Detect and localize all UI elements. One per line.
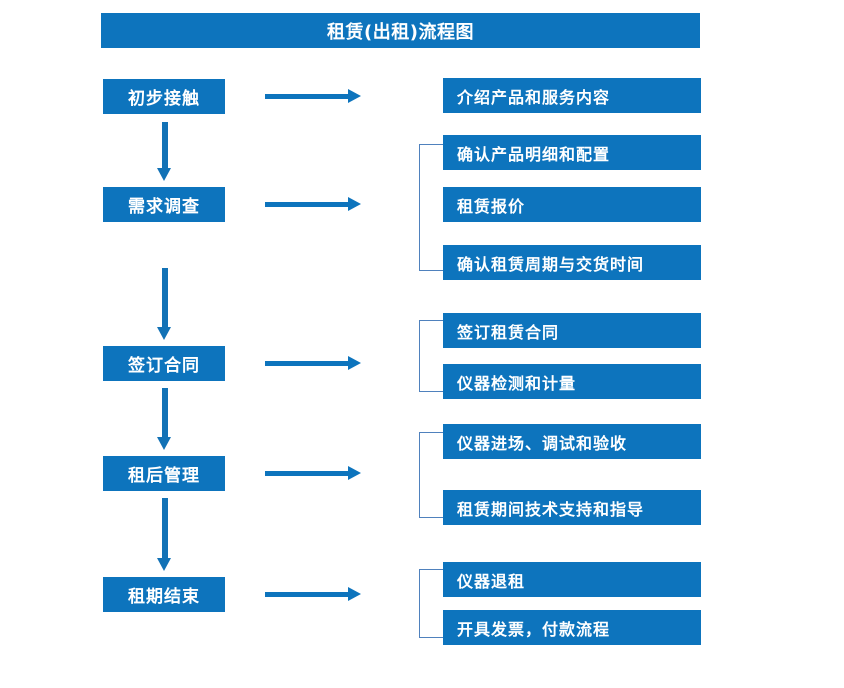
horizontal-arrow-1 (265, 89, 361, 103)
group-bracket-4 (419, 432, 443, 518)
vertical-arrow-shaft (162, 498, 168, 558)
arrow-head-down-icon (157, 327, 171, 340)
detail-box-9[interactable]: 仪器退租 (443, 562, 701, 597)
detail-box-4[interactable]: 确认租赁周期与交货时间 (443, 245, 701, 280)
arrow-head-right-icon (348, 89, 361, 103)
vertical-arrow-2 (157, 268, 172, 340)
horizontal-arrow-5 (265, 587, 361, 601)
horizontal-arrow-shaft (265, 94, 349, 99)
detail-box-8[interactable]: 租赁期间技术支持和指导 (443, 490, 701, 525)
detail-box-2[interactable]: 确认产品明细和配置 (443, 135, 701, 170)
group-bracket-2 (419, 144, 443, 271)
horizontal-arrow-4 (265, 466, 361, 480)
detail-box-1[interactable]: 介绍产品和服务内容 (443, 78, 701, 113)
stage-box-3[interactable]: 签订合同 (103, 346, 225, 381)
group-bracket-5 (419, 569, 443, 638)
arrow-head-right-icon (348, 356, 361, 370)
detail-box-3[interactable]: 租赁报价 (443, 187, 701, 222)
vertical-arrow-3 (157, 388, 172, 450)
horizontal-arrow-shaft (265, 361, 349, 366)
vertical-arrow-shaft (162, 388, 168, 437)
arrow-head-right-icon (348, 466, 361, 480)
detail-box-6[interactable]: 仪器检测和计量 (443, 364, 701, 399)
arrow-head-down-icon (157, 168, 171, 181)
stage-box-2[interactable]: 需求调查 (103, 187, 225, 222)
horizontal-arrow-3 (265, 356, 361, 370)
vertical-arrow-shaft (162, 268, 168, 327)
detail-box-7[interactable]: 仪器进场、调试和验收 (443, 424, 701, 459)
arrow-head-down-icon (157, 558, 171, 571)
vertical-arrow-shaft (162, 122, 168, 168)
horizontal-arrow-shaft (265, 592, 349, 597)
arrow-head-right-icon (348, 197, 361, 211)
stage-box-4[interactable]: 租后管理 (103, 456, 225, 491)
stage-box-1[interactable]: 初步接触 (103, 79, 225, 114)
vertical-arrow-1 (157, 122, 172, 181)
detail-box-10[interactable]: 开具发票，付款流程 (443, 610, 701, 645)
horizontal-arrow-shaft (265, 471, 349, 476)
vertical-arrow-4 (157, 498, 172, 571)
horizontal-arrow-shaft (265, 202, 349, 207)
detail-box-5[interactable]: 签订租赁合同 (443, 313, 701, 348)
arrow-head-right-icon (348, 587, 361, 601)
group-bracket-3 (419, 320, 443, 392)
stage-box-5[interactable]: 租期结束 (103, 577, 225, 612)
arrow-head-down-icon (157, 437, 171, 450)
diagram-title: 租赁(出租)流程图 (101, 13, 700, 48)
horizontal-arrow-2 (265, 197, 361, 211)
